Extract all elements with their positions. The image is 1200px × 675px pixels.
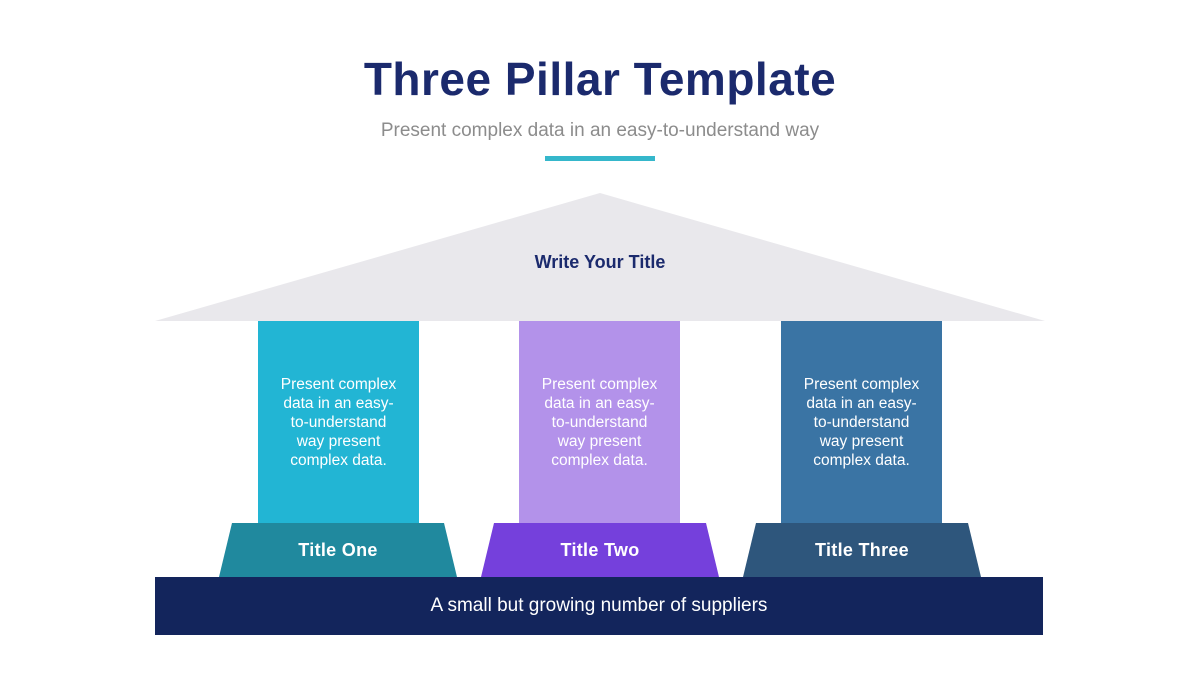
pillar-three-body: Present complex data in an easy- to-unde…: [781, 321, 942, 523]
pillar-three-base: Title Three: [743, 523, 981, 577]
page-subtitle: Present complex data in an easy-to-under…: [380, 120, 820, 141]
pillar-two-body: Present complex data in an easy- to-unde…: [519, 321, 680, 523]
pillar-three-title: Title Three: [815, 539, 909, 560]
roof-title: Write Your Title: [534, 252, 666, 272]
accent-divider: [545, 156, 655, 161]
footer-bar: A small but growing number of suppliers: [155, 577, 1043, 635]
footer-caption: A small but growing number of suppliers: [430, 595, 768, 616]
pillar-two-base: Title Two: [481, 523, 719, 577]
pillar-two-text: Present complex data in an easy- to-unde…: [541, 375, 658, 469]
page-title: Three Pillar Template: [363, 53, 837, 105]
pillar-one-title: Title One: [298, 539, 378, 560]
pillar-two-title: Title Two: [560, 539, 640, 560]
pillar-one-text: Present complex data in an easy- to-unde…: [280, 375, 397, 469]
pillar-three-text: Present complex data in an easy- to-unde…: [803, 375, 920, 469]
pillar-one-base: Title One: [219, 523, 457, 577]
pillar-one-body: Present complex data in an easy- to-unde…: [258, 321, 419, 523]
